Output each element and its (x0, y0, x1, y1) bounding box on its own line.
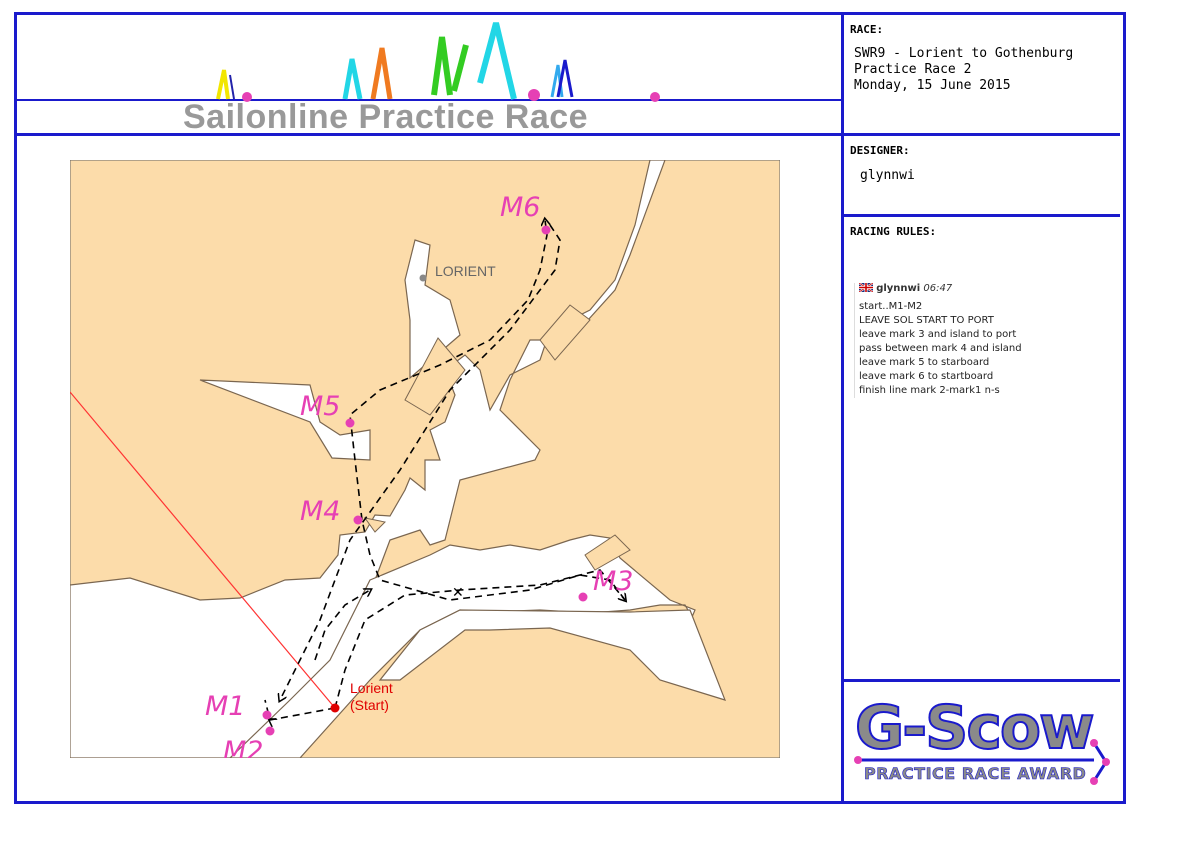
start-label-sub: (Start) (350, 697, 389, 713)
award-underline-icon (854, 739, 1110, 785)
race-details: SWR9 - Lorient to Gothenburg Practice Ra… (854, 46, 1073, 94)
racing-rules-post: glynnwi 06:47 start..M1-M2 LEAVE SOL STA… (854, 282, 1089, 398)
start-point (330, 703, 340, 713)
designer-name: glynnwi (860, 168, 915, 183)
mark-m2 (265, 726, 275, 736)
water-west-arm (199, 379, 371, 461)
city-label: LORIENT (435, 263, 496, 279)
divider-vertical (841, 12, 844, 804)
award-logo-title: G-Scow (854, 693, 1096, 763)
racing-rules-heading: RACING RULES: (850, 225, 937, 238)
race-heading: RACE: (850, 23, 884, 36)
mark-label-m4: M4 (300, 496, 340, 527)
water-north-arm (404, 239, 461, 380)
rule-line: leave mark 6 to startboard (859, 371, 994, 382)
mark-m5 (345, 418, 355, 428)
racing-rules-panel: RACING RULES: (844, 217, 1120, 682)
race-panel: RACE: SWR9 - Lorient to Gothenburg Pract… (844, 15, 1120, 136)
divider-header (14, 133, 844, 136)
page-frame (14, 12, 1126, 804)
island (363, 517, 387, 533)
cross-marker: ✕ (452, 584, 464, 600)
race-subtitle: Practice Race 2 (854, 62, 972, 77)
banner-water-line (17, 99, 841, 101)
post-time: 06:47 (923, 283, 953, 294)
award-logo-subtitle: PRACTICE RACE AWARD (864, 764, 1087, 784)
mark-m1 (262, 710, 272, 720)
rule-line: finish line mark 2-mark1 n-s (859, 385, 1000, 396)
city-dot (419, 274, 427, 282)
island (404, 337, 466, 416)
mark-m6 (541, 225, 551, 235)
designer-heading: DESIGNER: (850, 144, 910, 157)
route-leg (264, 699, 336, 720)
rule-line: pass between mark 4 and island (859, 343, 1022, 354)
island (539, 304, 591, 361)
mark-label-m3: M3 (593, 566, 633, 597)
rule-line: leave mark 5 to starboard (859, 357, 990, 368)
mark-label-m1: M1 (205, 691, 245, 722)
mark-m3 (578, 592, 588, 602)
uk-flag-icon (858, 282, 874, 293)
start-bearing-line (70, 391, 336, 709)
island (584, 534, 631, 571)
race-date: Monday, 15 June 2015 (854, 78, 1011, 93)
race-course-map[interactable]: ✕ LORIENT Lorient (Start) M1 M2 M3 M4 M5… (70, 160, 780, 758)
route-leg (334, 569, 625, 709)
route-leg (314, 590, 370, 661)
banner-title: Sailonline Practice Race (183, 98, 589, 136)
mark-label-m6: M6 (500, 192, 540, 223)
rule-line: leave mark 3 and island to port (859, 329, 1017, 340)
rule-line: start..M1-M2 (859, 301, 923, 312)
mark-label-m5: M5 (300, 391, 340, 422)
designer-panel: DESIGNER: glynnwi (844, 136, 1120, 217)
rule-line: LEAVE SOL START TO PORT (859, 315, 994, 326)
race-name: SWR9 - Lorient to Gothenburg (854, 46, 1074, 61)
route-leg (280, 224, 561, 700)
post-author[interactable]: glynnwi (876, 283, 921, 294)
start-label: Lorient (350, 680, 393, 696)
water-bay-south (378, 609, 727, 701)
water-bay (229, 534, 696, 758)
route-leg (349, 220, 626, 601)
post-header: glynnwi 06:47 (858, 282, 1089, 294)
mark-m4 (353, 515, 363, 525)
sail-logo-icon (216, 22, 660, 102)
mark-label-m2: M2 (223, 736, 263, 758)
